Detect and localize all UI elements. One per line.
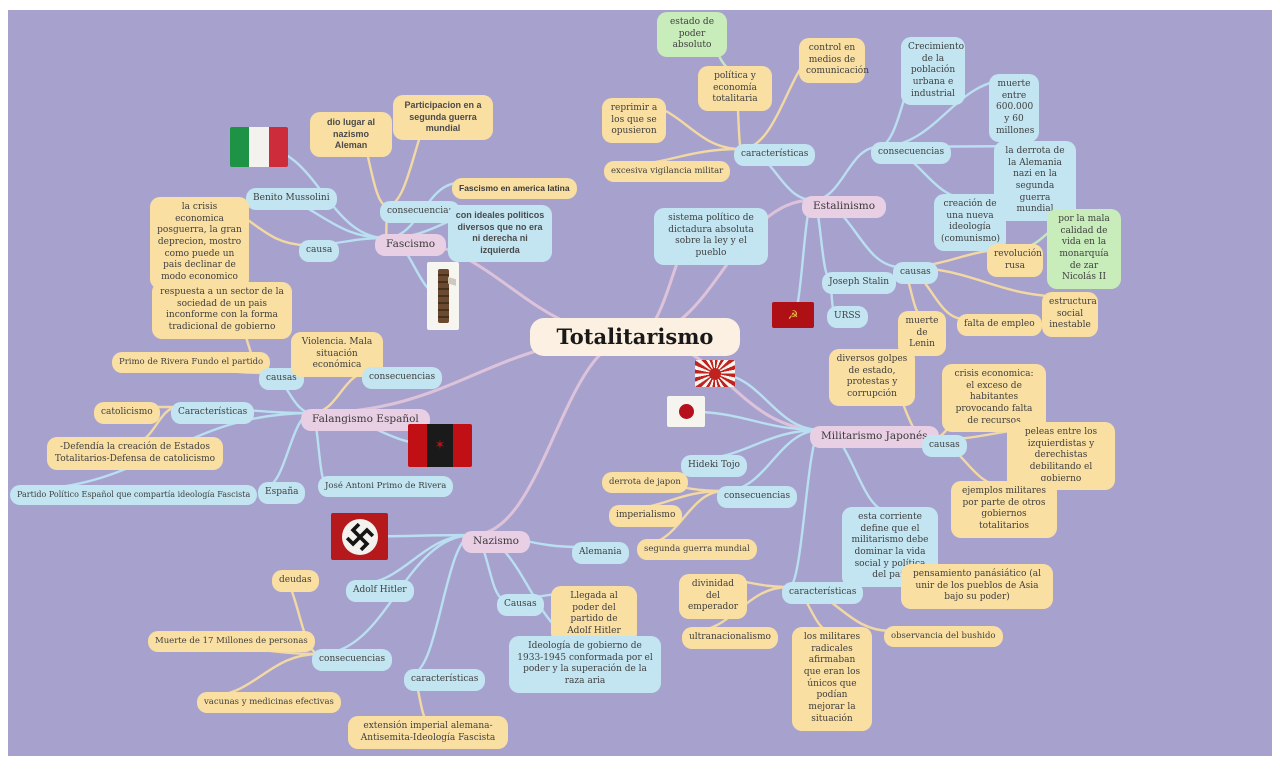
- node-causas-est[interactable]: causas: [893, 262, 938, 284]
- node-respuesta[interactable]: respuesta a un sector de la sociedad de …: [152, 282, 292, 339]
- node-alemania[interactable]: Alemania: [572, 542, 629, 564]
- node-militares-radicales[interactable]: los militares radicales afirmaban que er…: [792, 627, 872, 731]
- node-muerte17[interactable]: Muerte de 17 Millones de personas: [148, 631, 315, 653]
- nazi-flag-icon: [331, 513, 388, 560]
- node-nazismo[interactable]: Nazismo: [462, 531, 531, 553]
- node-estado-poder[interactable]: estado de poder absoluto: [657, 12, 727, 58]
- node-consec-naz[interactable]: consecuencias: [312, 649, 393, 671]
- falange-flag-node[interactable]: ✶: [408, 424, 472, 467]
- italy-flag-icon: [230, 127, 288, 167]
- node-llegada[interactable]: Llegada al poder del partido de Adolf Hi…: [551, 586, 637, 643]
- node-revolucion[interactable]: revolución rusa: [987, 244, 1043, 278]
- node-defendia[interactable]: -Defendía la creación de Estados Totalit…: [47, 437, 223, 471]
- node-partido-pol[interactable]: Partido Político Español que compartía i…: [10, 485, 258, 506]
- node-falangismo[interactable]: Falangismo Español: [301, 409, 430, 431]
- node-con-ideales[interactable]: con ideales politicos diversos que no er…: [448, 205, 552, 262]
- rising-sun-flag-node[interactable]: [695, 360, 735, 387]
- node-falta-empleo[interactable]: falta de empleo: [957, 314, 1042, 336]
- node-caract-fal[interactable]: Características: [171, 402, 255, 424]
- node-estalinismo[interactable]: Estalinismo: [802, 196, 887, 218]
- fasces-node[interactable]: [427, 262, 459, 330]
- node-participacion[interactable]: Participacion en a segunda guerra mundia…: [393, 95, 493, 141]
- node-muerte-lenin[interactable]: muerte de Lenin: [898, 311, 946, 357]
- node-jose-antoni[interactable]: José Antoni Primo de Rivera: [318, 476, 454, 498]
- node-control-medios[interactable]: control en medios de comunicación: [799, 38, 869, 84]
- node-crisis-exceso[interactable]: crisis economica: el exceso de habitante…: [942, 364, 1046, 433]
- ussr-flag-icon: ☭: [772, 302, 814, 328]
- node-muerte-entre[interactable]: muerte entre 600.000 y 60 millones: [989, 74, 1039, 143]
- node-consec-fasc[interactable]: consecuencias: [380, 201, 461, 223]
- node-imperialismo[interactable]: imperialismo: [609, 505, 683, 527]
- node-primo-fundo[interactable]: Primo de Rivera Fundo el partido: [112, 352, 271, 374]
- node-consec-fal[interactable]: consecuencias: [362, 367, 443, 389]
- italy-flag-node[interactable]: [230, 127, 288, 167]
- node-ideologia[interactable]: Ideología de gobierno de 1933-1945 confo…: [509, 636, 661, 693]
- ussr-flag-node[interactable]: ☭: [772, 302, 814, 328]
- node-por-mala[interactable]: por la mala calidad de vida en la monarq…: [1047, 209, 1121, 290]
- falange-flag-icon: ✶: [408, 424, 472, 467]
- node-derrota-alemania[interactable]: la derrota de la Alemania nazi en la seg…: [994, 141, 1076, 222]
- node-fasc-america[interactable]: Fascismo en america latina: [452, 178, 577, 200]
- node-extension[interactable]: extensión imperial alemana-Antisemita-Id…: [348, 716, 508, 750]
- node-catolicismo[interactable]: catolicismo: [94, 402, 160, 424]
- node-excesiva[interactable]: excesiva vigilancia militar: [604, 161, 731, 183]
- node-totalitarismo[interactable]: Totalitarismo: [530, 318, 740, 356]
- nazi-flag-node[interactable]: [331, 513, 388, 560]
- node-crecimiento[interactable]: Crecimiento de la población urbana e ind…: [901, 37, 965, 106]
- node-fascismo[interactable]: Fascismo: [375, 234, 447, 256]
- node-vacunas[interactable]: vacunas y medicinas efectivas: [197, 692, 341, 714]
- node-consec-est[interactable]: consecuencias: [871, 142, 952, 164]
- japan-flag-node[interactable]: [667, 396, 705, 427]
- node-creacion[interactable]: creación de una nueva ideología (comunis…: [934, 194, 1006, 251]
- node-urss[interactable]: URSS: [827, 306, 868, 328]
- node-reprimir[interactable]: reprimir a los que se opusieron: [602, 98, 666, 144]
- rising-sun-flag-icon: [695, 360, 735, 387]
- node-espana[interactable]: España: [258, 482, 306, 504]
- node-caract-mil[interactable]: características: [782, 582, 864, 604]
- edge-militarismo-flag-japan: [684, 410, 823, 432]
- node-estructura[interactable]: estructura social inestable: [1042, 292, 1098, 338]
- fasces-icon: [427, 262, 459, 330]
- node-peleas[interactable]: peleas entre los izquierdistas y derechi…: [1007, 422, 1115, 491]
- node-pensamiento[interactable]: pensamiento panásiático (al unir de los …: [901, 564, 1053, 610]
- node-caract-est[interactable]: características: [734, 144, 816, 166]
- japan-flag-icon: [667, 396, 705, 427]
- node-diversos[interactable]: diversos golpes de estado, protestas y c…: [829, 349, 915, 406]
- node-sistema-politico[interactable]: sistema político de dictadura absoluta s…: [654, 208, 768, 265]
- node-observancia[interactable]: observancia del bushido: [884, 626, 1003, 648]
- node-divinidad[interactable]: divinidad del emperador: [679, 574, 747, 620]
- node-militarismo[interactable]: Militarismo Japonés: [810, 426, 939, 448]
- node-deudas[interactable]: deudas: [272, 570, 319, 592]
- node-politica-econ[interactable]: política y economía totalitaria: [698, 66, 772, 112]
- node-ejemplos[interactable]: ejemplos militares por parte de otros go…: [951, 481, 1057, 538]
- node-benito[interactable]: Benito Mussolini: [246, 188, 337, 210]
- node-causas-mil[interactable]: causas: [922, 435, 967, 457]
- node-crisis-econ[interactable]: la crisis economica posguerra, la gran d…: [150, 197, 249, 289]
- node-segunda-gm[interactable]: segunda guerra mundial: [637, 539, 757, 561]
- node-caract-naz[interactable]: características: [404, 669, 486, 691]
- node-hideki[interactable]: Hideki Tojo: [681, 455, 747, 477]
- node-derrota-japon[interactable]: derrota de japon: [602, 472, 688, 494]
- node-ultra[interactable]: ultranacionalismo: [682, 627, 778, 649]
- node-dio-lugar[interactable]: dio lugar al nazismo Aleman: [310, 112, 392, 158]
- node-causas-naz[interactable]: Causas: [497, 594, 544, 616]
- node-causa-fasc[interactable]: causa: [299, 240, 340, 262]
- node-consec-mil[interactable]: consecuencias: [717, 486, 798, 508]
- node-joseph[interactable]: Joseph Stalin: [822, 272, 897, 294]
- node-adolf[interactable]: Adolf Hitler: [346, 580, 414, 602]
